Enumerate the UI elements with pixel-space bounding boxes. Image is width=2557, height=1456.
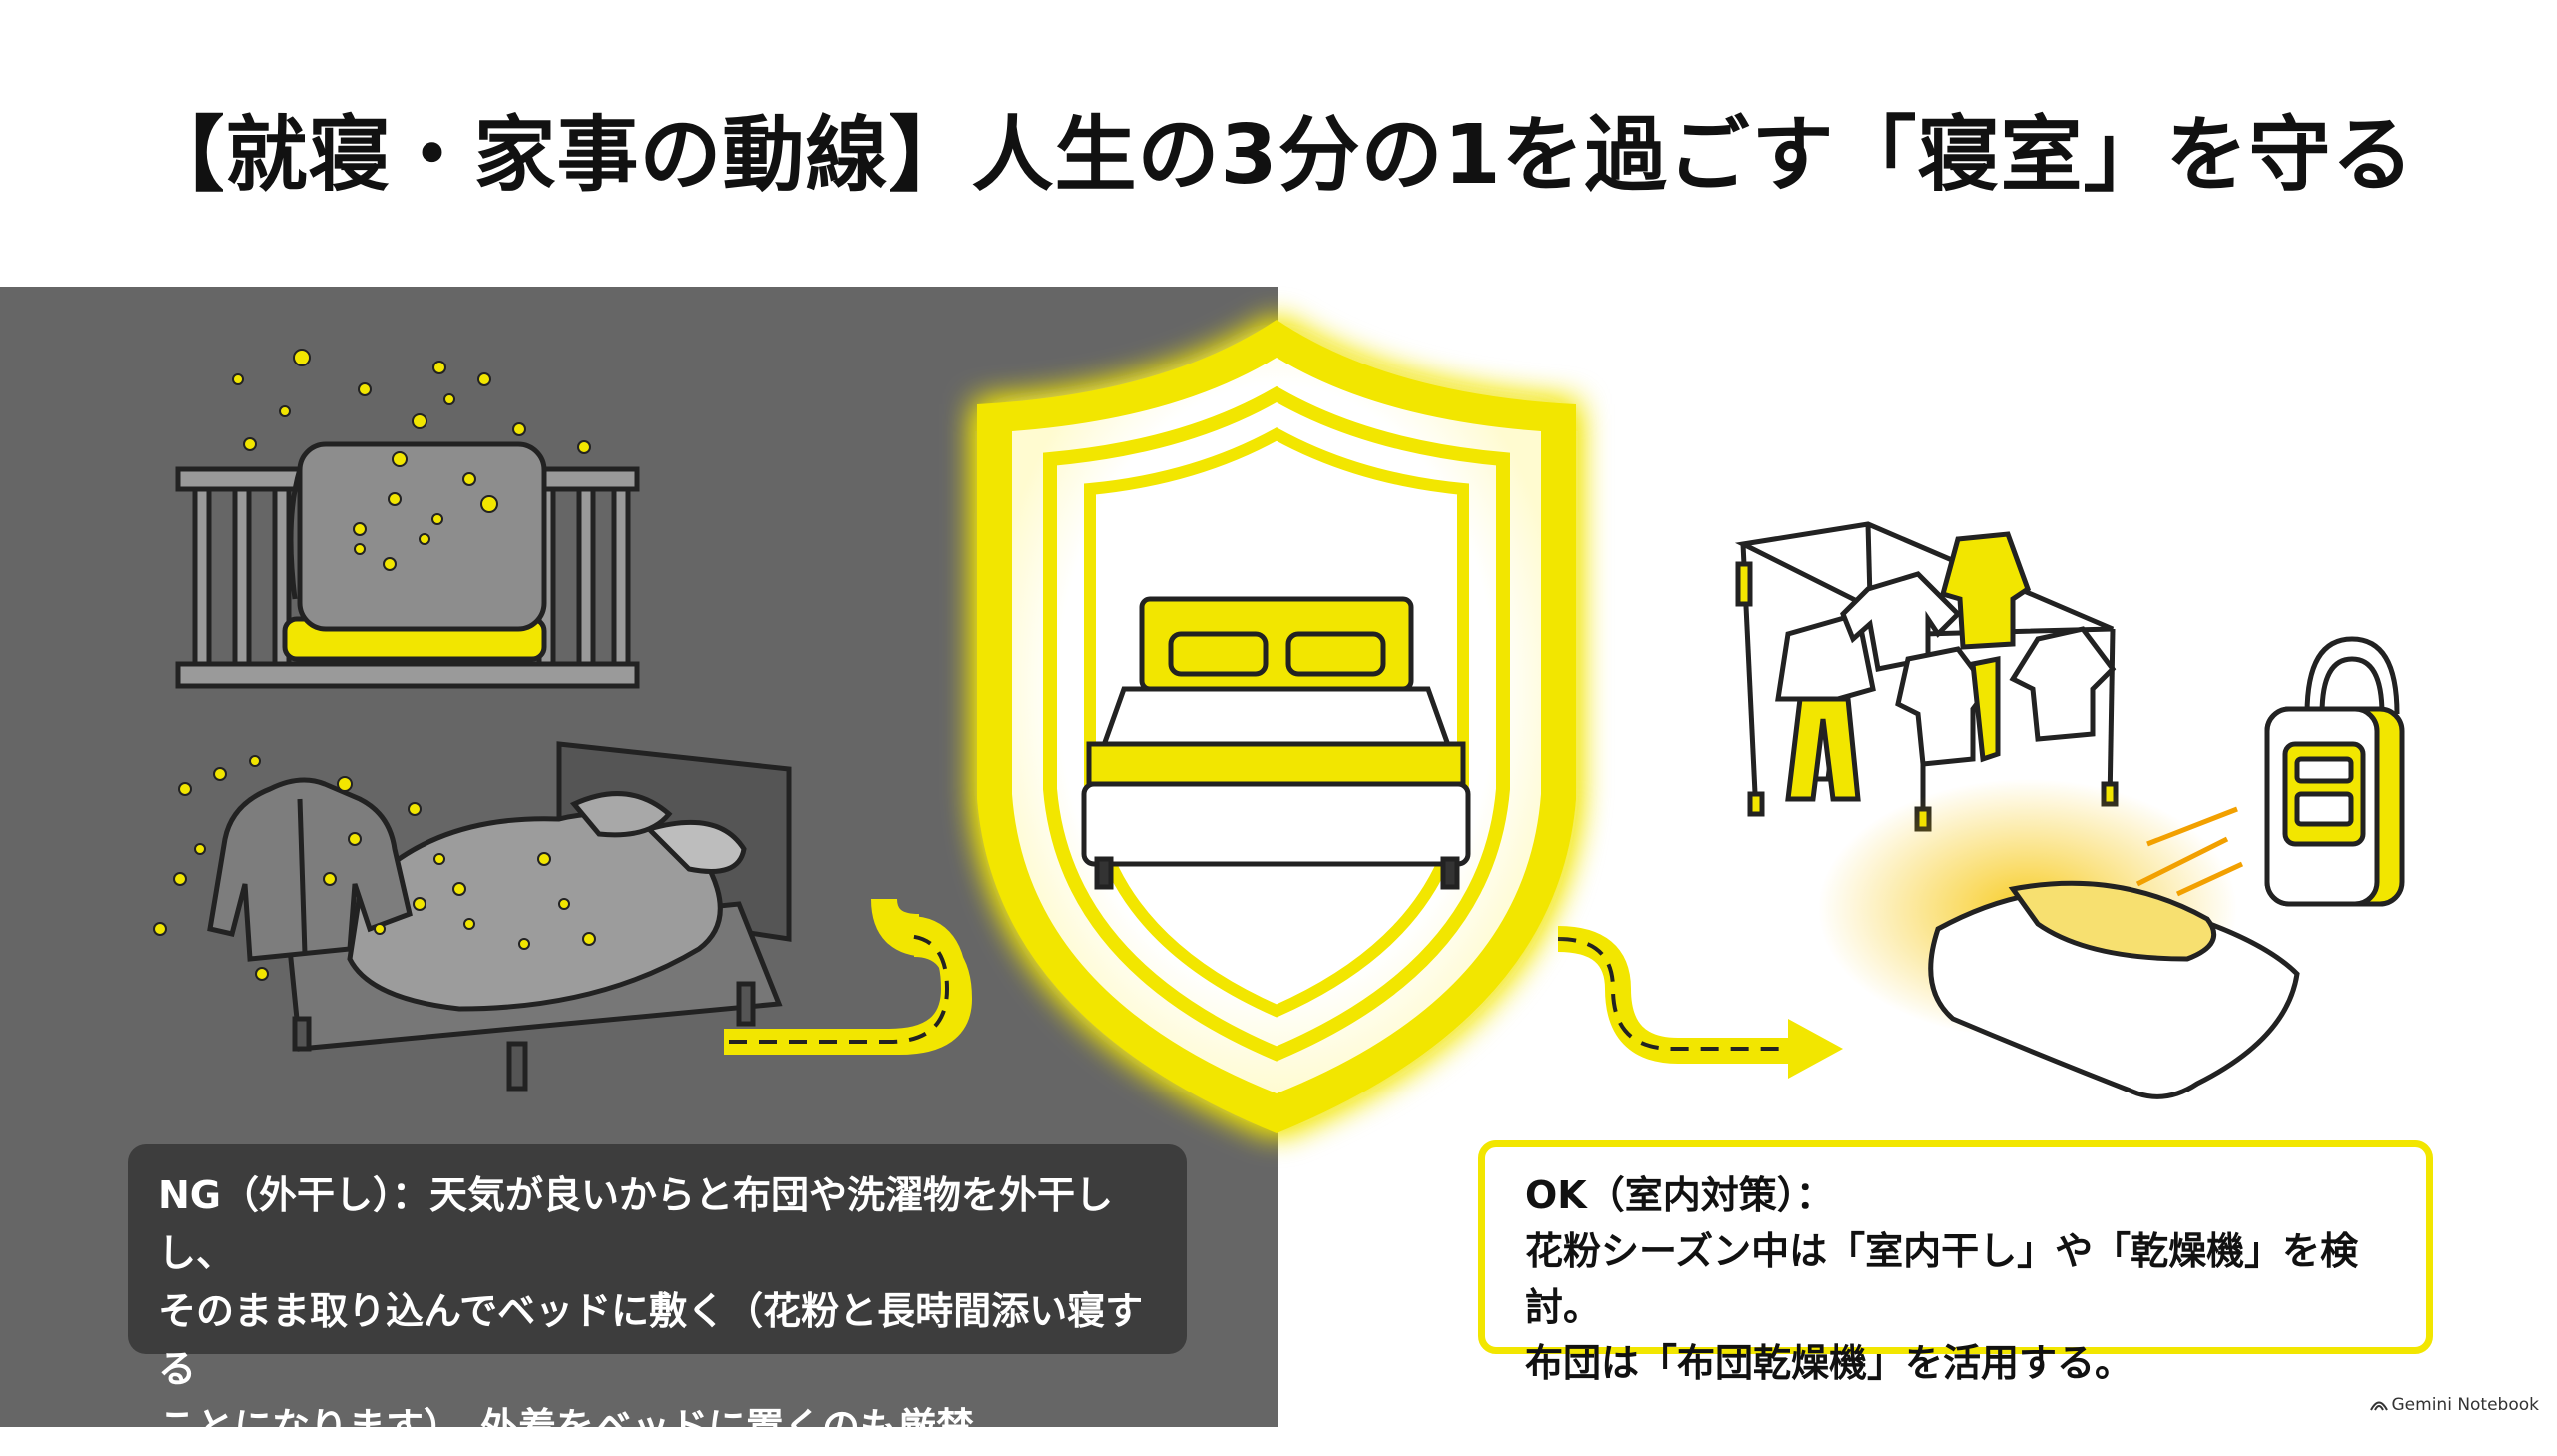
ng-line-1: NG（外干し）：天気が良いからと布団や洗濯物を外干しし、 [158,1173,1113,1275]
ng-line-2: そのまま取り込んでベッドに敷く（花粉と長時間添い寝する [158,1289,1144,1391]
page-title: 【就寝・家事の動線】人生の3分の1を過ごす「寝室」を守る [142,108,2415,203]
ok-line-1: OK（室内対策）： [1525,1173,1834,1217]
messy-bed-icon [287,741,792,1092]
ok-line-2: 花粉シーズン中は「室内干し」や「乾燥機」を検討。 [1525,1229,2359,1329]
clean-bed-icon [1081,596,1471,890]
credit-badge: Gemini Notebook [2369,1395,2540,1415]
ok-line-3: 布団は「布団乾燥機」を活用する。 [1525,1341,2133,1385]
balcony-futon-icon [175,441,640,689]
notebook-logo-icon [2369,1401,2388,1411]
drying-rack-icon [1734,521,2119,832]
ng-line-3: ことになります）。外着をベッドに置くのも厳禁。 [158,1405,1013,1449]
ng-description: NG（外干し）：天気が良いからと布団や洗濯物を外干しし、 そのまま取り込んでベッ… [128,1144,1187,1449]
pollen-dots-upper [232,349,591,571]
credit-text: Gemini Notebook [2391,1395,2540,1415]
path-arrow-icon [724,897,1843,1079]
futon-dryer-icon [2264,636,2405,907]
folded-futon-icon [1928,880,2300,1099]
ok-description: OK（室内対策）： 花粉シーズン中は「室内干し」や「乾燥機」を検討。 布団は「布… [1478,1140,2433,1385]
pollen-dots-lower [153,755,596,981]
jacket-icon [207,777,413,962]
